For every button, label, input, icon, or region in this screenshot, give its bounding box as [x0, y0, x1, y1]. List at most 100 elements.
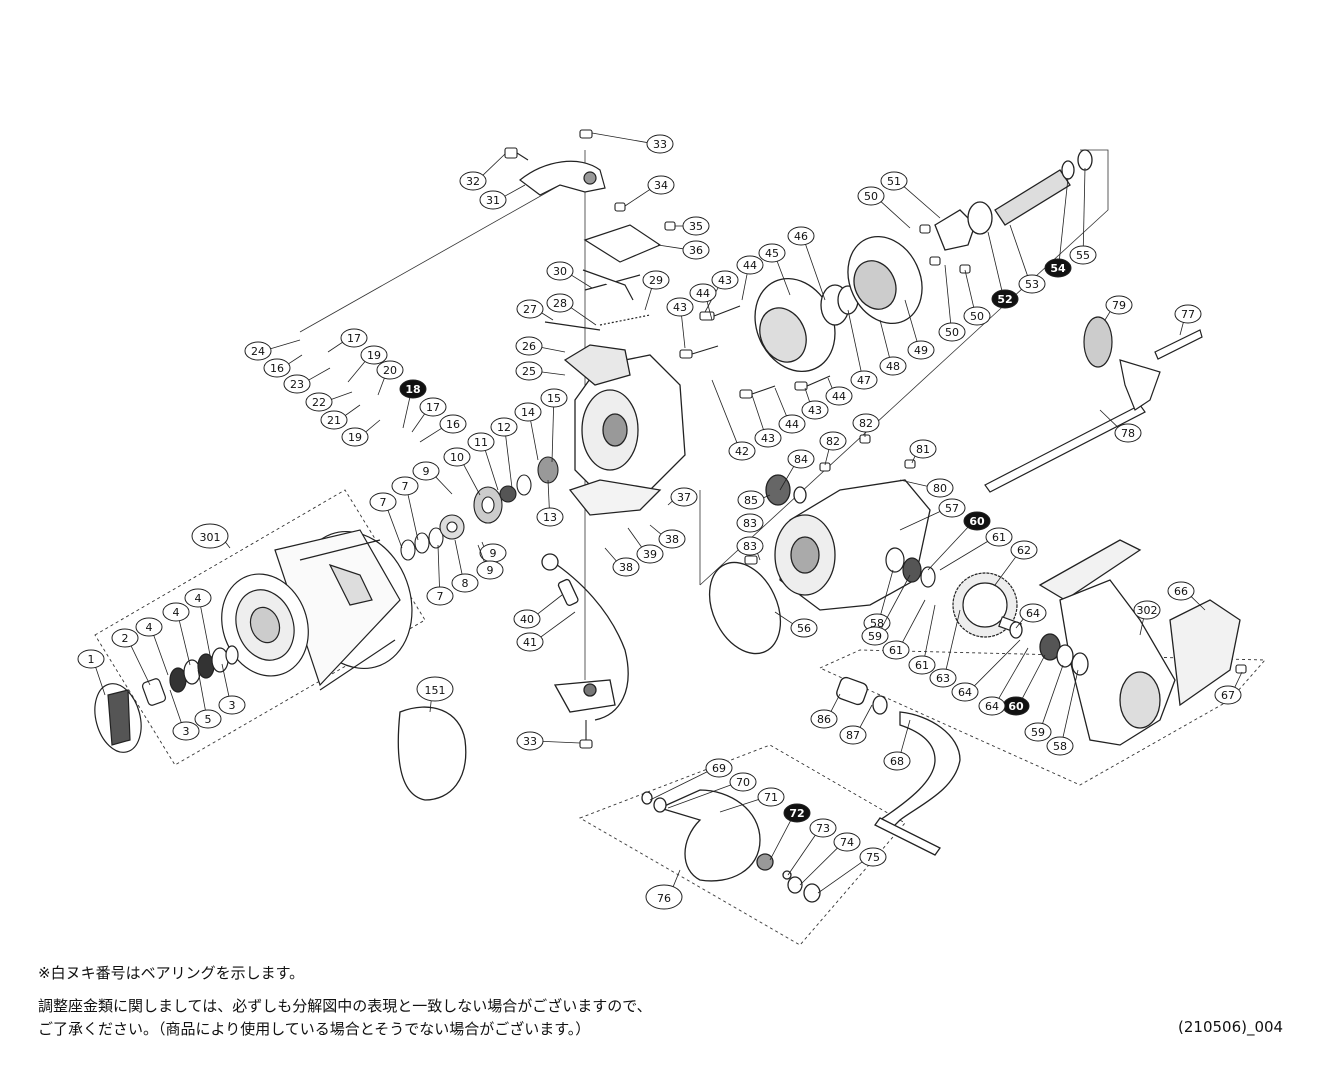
leader-line [817, 861, 863, 894]
leader-line [570, 307, 597, 326]
leader-line [880, 201, 911, 229]
label-oval [736, 513, 764, 533]
label-oval [879, 356, 907, 376]
bearing-label-oval [991, 289, 1019, 309]
label-number: 33 [653, 138, 667, 151]
leader-line [484, 450, 499, 491]
part-label-31: 31 [479, 184, 526, 210]
leader-line [779, 466, 795, 491]
leader-line [880, 569, 894, 615]
label-oval [376, 360, 404, 380]
part-label-9: 9 [412, 461, 453, 495]
rotor-nut-drawing [473, 456, 559, 524]
label-oval [1114, 423, 1142, 443]
leader-line [774, 611, 793, 624]
leader-line [998, 647, 1029, 699]
leader-line [463, 464, 481, 496]
part-label-52: 52 [987, 231, 1019, 309]
bail-arm-drawing [541, 553, 629, 721]
leader-line [964, 269, 975, 308]
bearing-note: ※白ヌキ番号はベアリングを示します。 [38, 964, 305, 982]
part-label-20: 20 [376, 360, 404, 396]
label-number: 28 [553, 297, 567, 310]
label-number: 75 [866, 851, 880, 864]
spool-group-boundary [94, 489, 426, 766]
part-label-layer: 1233444577789991011121314151616171718191… [77, 132, 1243, 910]
leader-line [1139, 618, 1144, 636]
label-oval [852, 413, 880, 433]
label-oval [419, 397, 447, 417]
label-number: 50 [945, 326, 959, 339]
label-oval [758, 243, 786, 263]
leader-line [899, 511, 941, 531]
leader-line [482, 153, 506, 176]
label-oval [515, 336, 543, 356]
label-number: 72 [789, 807, 804, 820]
leader-line [1015, 618, 1024, 629]
label-number: 61 [889, 644, 903, 657]
leader-line [345, 404, 361, 416]
label-oval [682, 216, 710, 236]
leader-line [672, 869, 681, 887]
label-oval [467, 432, 495, 452]
part-label-51: 51 [880, 171, 941, 219]
leader-line [481, 541, 485, 547]
part-label-27: 27 [516, 299, 554, 321]
label-oval [451, 573, 479, 593]
part-label-72: 72 [769, 803, 811, 861]
part-label-34: 34 [624, 175, 675, 207]
label-number: 2 [122, 632, 129, 645]
label-number: 16 [270, 362, 284, 375]
label-oval [516, 299, 544, 319]
label-number: 47 [857, 374, 871, 387]
label-number: 39 [643, 548, 657, 561]
part-label-8: 8 [451, 539, 479, 593]
part-label-4: 4 [184, 588, 212, 656]
leader-line [437, 544, 440, 588]
label-number: 38 [619, 561, 633, 574]
part-label-33: 33 [591, 132, 674, 154]
leader-line [270, 339, 301, 350]
part-label-86: 86 [810, 693, 841, 729]
label-oval [736, 255, 764, 275]
label-oval [909, 439, 937, 459]
label-number: 45 [765, 247, 779, 260]
label-oval [515, 361, 543, 381]
label-oval [263, 358, 291, 378]
label-number: 21 [327, 414, 341, 427]
stand-body-drawing [1009, 539, 1241, 746]
leader-line [911, 455, 916, 464]
label-oval [77, 649, 105, 669]
label-oval [666, 297, 694, 317]
part-label-44: 44 [774, 387, 806, 434]
label-oval [705, 758, 733, 778]
label-oval [754, 428, 782, 448]
leader-line [847, 309, 862, 372]
leader-line [197, 669, 206, 711]
label-oval [938, 322, 966, 342]
part-label-62: 62 [994, 540, 1038, 586]
part-label-30: 30 [546, 261, 593, 289]
label-oval [861, 626, 889, 646]
leader-line [551, 406, 554, 463]
leader-line [327, 341, 343, 353]
label-number: 35 [689, 220, 703, 233]
label-number: 58 [1053, 740, 1067, 753]
leader-line [542, 740, 581, 744]
label-number: 32 [466, 175, 480, 188]
label-oval [658, 529, 686, 549]
label-oval [787, 226, 815, 246]
rotor-drive-housing-drawing [754, 149, 1093, 373]
label-number: 31 [486, 194, 500, 207]
leader-line [899, 479, 928, 487]
leader-line [402, 397, 411, 429]
label-number: 41 [523, 636, 537, 649]
label-number: 50 [970, 310, 984, 323]
part-label-50: 50 [963, 269, 991, 326]
part-label-58: 58 [1046, 669, 1079, 756]
part-label-38: 38 [604, 547, 640, 577]
label-number: 61 [915, 659, 929, 672]
part-label-33: 33 [516, 731, 581, 751]
label-oval [647, 175, 675, 195]
part-label-44: 44 [825, 377, 853, 406]
